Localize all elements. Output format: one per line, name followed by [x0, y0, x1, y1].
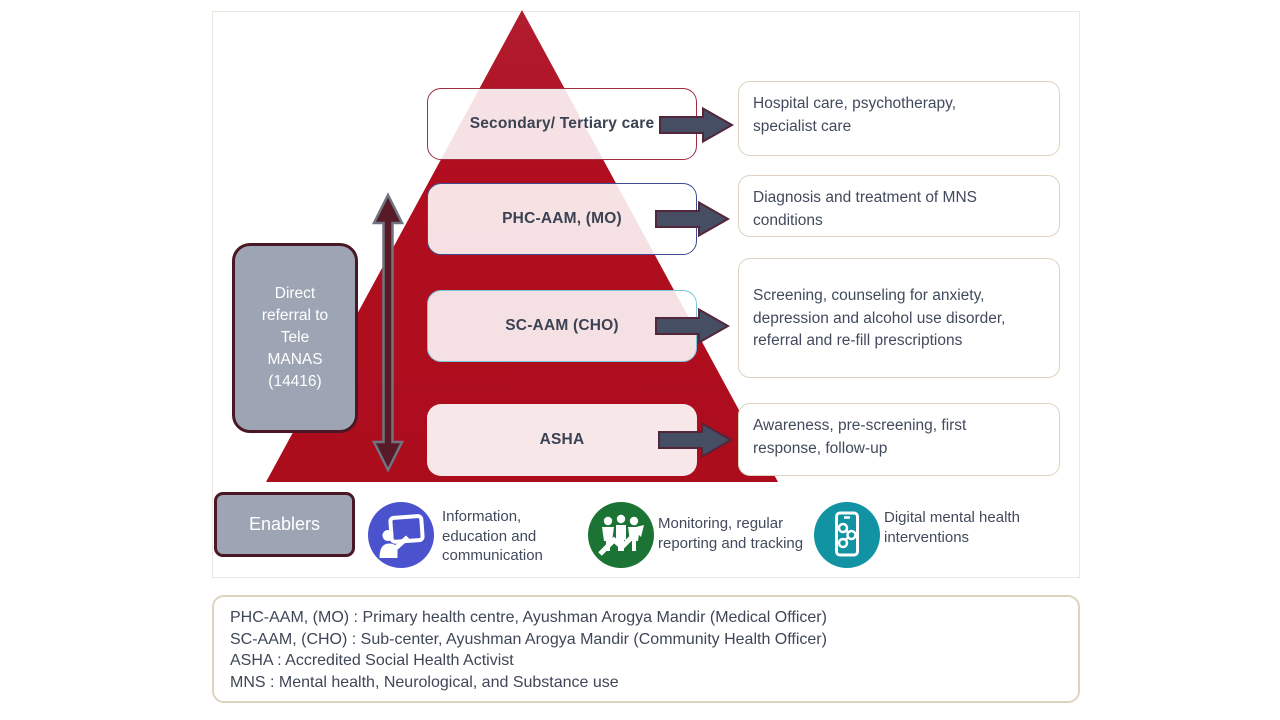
legend-line: SC-AAM, (CHO) : Sub-center, Ayushman Aro…: [230, 630, 827, 648]
legend-line: ASHA : Accredited Social Health Activist: [230, 652, 514, 669]
level-secondary-tertiary: Secondary/ Tertiary care: [427, 88, 697, 160]
outcome-sc-aam: Screening, counseling for anxiety, depre…: [738, 258, 1060, 378]
enabler-iec-label: Information, education and communication: [442, 508, 543, 564]
legend-line: MNS : Mental health, Neurological, and S…: [230, 673, 619, 691]
level-label: PHC-AAM, (MO): [502, 210, 622, 227]
enabler-monitoring-label: Monitoring, regular reporting and tracki…: [658, 515, 804, 552]
right-arrow-icon: [655, 201, 731, 237]
people-growth-icon: [588, 502, 654, 568]
tele-manas-referral-box: Direct referral to Tele MANAS (14416): [232, 243, 358, 433]
outcome-asha: Awareness, pre-screening, first response…: [738, 403, 1060, 476]
level-phc-aam: PHC-AAM, (MO): [427, 183, 697, 255]
outcome-phc-aam: Diagnosis and treatment of MNS condition…: [738, 175, 1060, 237]
legend-line: PHC-AAM, (MO) : Primary health centre, A…: [230, 609, 827, 626]
abbreviation-legend: PHC-AAM, (MO) : Primary health centre, A…: [212, 595, 1080, 703]
enablers-label: Enablers: [248, 514, 321, 534]
outcome-secondary-tertiary: Hospital care, psychotherapy, specialist…: [738, 81, 1060, 156]
right-arrow-icon: [655, 308, 731, 344]
presentation-icon: [368, 502, 434, 568]
referral-label: Direct referral to Tele MANAS (14416): [261, 285, 329, 390]
enablers-box: Enablers: [214, 492, 355, 557]
double-arrow-icon: [371, 192, 405, 473]
mobile-network-icon: [814, 502, 880, 568]
level-asha: ASHA: [427, 404, 697, 476]
level-sc-aam: SC-AAM (CHO): [427, 290, 697, 362]
level-label: Secondary/ Tertiary care: [469, 115, 655, 132]
right-arrow-icon: [659, 107, 735, 143]
level-label: ASHA: [539, 431, 585, 448]
right-arrow-icon: [658, 422, 734, 458]
enabler-digital-label: Digital mental health interventions: [884, 509, 1020, 546]
level-label: SC-AAM (CHO): [505, 317, 619, 334]
